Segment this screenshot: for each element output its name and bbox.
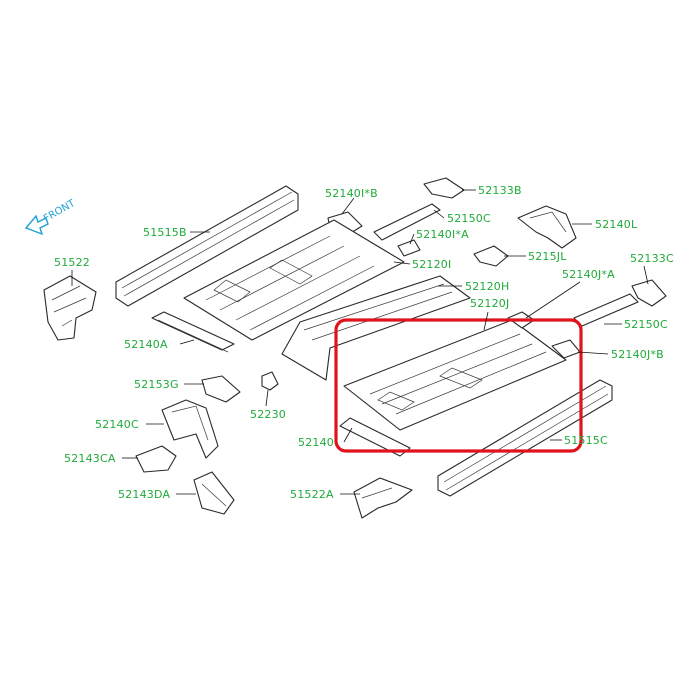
label-52143DA: 52143DA <box>118 488 170 501</box>
label-52140-mid: 52140 <box>298 436 334 449</box>
part-52150C-top <box>373 203 441 241</box>
part-52143CA <box>135 445 177 473</box>
label-52133B: 52133B <box>478 184 522 197</box>
part-52120J-rear-floor <box>343 319 567 431</box>
part-52120I-front-floor <box>183 219 405 341</box>
label-52140IA: 52140I*A <box>416 228 469 241</box>
label-52153G: 52153G <box>134 378 179 391</box>
part-52140C <box>161 399 219 459</box>
label-52140C: 52140C <box>95 418 139 431</box>
label-52120I: 52120I <box>412 258 451 271</box>
label-52140L: 52140L <box>595 218 638 231</box>
part-52140-mid <box>339 417 411 457</box>
part-51515B <box>115 185 299 307</box>
label-52230: 52230 <box>250 408 286 421</box>
part-52153G <box>201 375 241 403</box>
label-52150C-right: 52150C <box>624 318 668 331</box>
part-52133C <box>631 279 667 307</box>
label-52140A: 52140A <box>124 338 168 351</box>
label-52140JA: 52140J*A <box>562 268 615 281</box>
highlight-box <box>334 318 583 453</box>
part-51522 <box>43 275 97 341</box>
label-5215JL: 5215JL <box>528 250 567 263</box>
front-arrow-icon <box>24 214 49 236</box>
label-52120H: 52120H <box>465 280 509 293</box>
label-52120J: 52120J <box>470 297 509 310</box>
part-labels: 51522 51515B 52140I*B 52133B 52150C 5214… <box>54 184 674 501</box>
label-52133C: 52133C <box>630 252 674 265</box>
label-51522: 51522 <box>54 256 90 269</box>
part-52140A <box>151 311 235 353</box>
label-52150C-top: 52150C <box>447 212 491 225</box>
label-51515C: 51515C <box>564 434 608 447</box>
part-51522A <box>353 477 413 519</box>
part-52133B <box>423 177 465 199</box>
part-52143DA <box>193 471 235 515</box>
front-label: FRONT <box>42 198 78 225</box>
part-52230 <box>261 371 279 391</box>
label-52140JB: 52140J*B <box>611 348 664 361</box>
label-52143CA: 52143CA <box>64 452 116 465</box>
label-52140IB: 52140I*B <box>325 187 378 200</box>
part-52140IA <box>397 239 421 257</box>
front-direction-indicator: FRONT <box>24 198 78 236</box>
leader-lines <box>71 189 649 495</box>
label-51522A: 51522A <box>290 488 334 501</box>
part-5215JL <box>473 245 509 267</box>
label-51515B: 51515B <box>143 226 187 239</box>
part-52140L <box>517 205 577 249</box>
